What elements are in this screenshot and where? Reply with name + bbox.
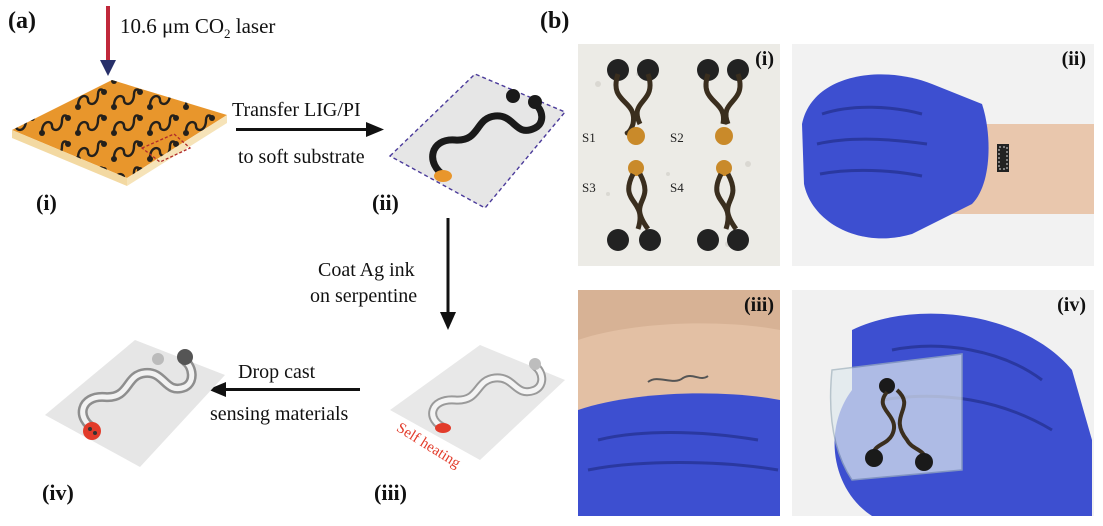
- photo-label-i: (i): [755, 48, 774, 70]
- photo-label-iii: (iii): [744, 294, 774, 316]
- transfer-label-1: Transfer LIG/PI: [232, 99, 361, 121]
- arm-glove-art: [578, 290, 780, 516]
- panel-b-label: (b): [540, 8, 570, 34]
- step-label-iv: (iv): [42, 480, 74, 505]
- hand-transparent-sensor-art: [829, 313, 1092, 516]
- panel-a-label: (a): [8, 8, 36, 34]
- sample-devices-art: [595, 59, 751, 251]
- coat-label-2: on serpentine: [310, 285, 418, 307]
- transfer-label-2: to soft substrate: [238, 146, 365, 168]
- laser-arrow: [100, 6, 116, 76]
- step-label-iii: (iii): [374, 480, 407, 505]
- photo-arm-sensor: (iii): [578, 290, 780, 516]
- sample-label-s2: S2: [670, 130, 684, 145]
- fist-glove-art: [802, 74, 1094, 239]
- sensing-device: [45, 340, 225, 467]
- sample-label-s3: S3: [582, 180, 596, 195]
- photo-transparent-sensor: (iv): [792, 290, 1094, 516]
- coat-arrow: [440, 218, 456, 330]
- photo-label-ii: (ii): [1061, 48, 1086, 70]
- photo-samples: (i) S1 S2 S3 S4: [578, 44, 780, 266]
- transfer-arrow: [236, 122, 384, 137]
- pi-sheet-lig-array: [12, 80, 227, 186]
- soft-substrate-serpentine: [388, 73, 567, 209]
- sample-label-s4: S4: [670, 180, 684, 195]
- photo-wrist-sensor: (ii): [792, 44, 1094, 266]
- ag-coated-serpentine: [390, 345, 565, 460]
- sample-label-s1: S1: [582, 130, 596, 145]
- step-label-i: (i): [36, 190, 57, 215]
- drop-label-1: Drop cast: [238, 361, 316, 383]
- photo-label-iv: (iv): [1057, 294, 1086, 316]
- drop-label-2: sensing materials: [210, 403, 349, 425]
- coat-label-1: Coat Ag ink: [318, 259, 415, 281]
- drop-cast-arrow: [208, 382, 360, 397]
- laser-label: 10.6 μm CO2 laser: [120, 14, 276, 42]
- step-label-ii: (ii): [372, 190, 399, 215]
